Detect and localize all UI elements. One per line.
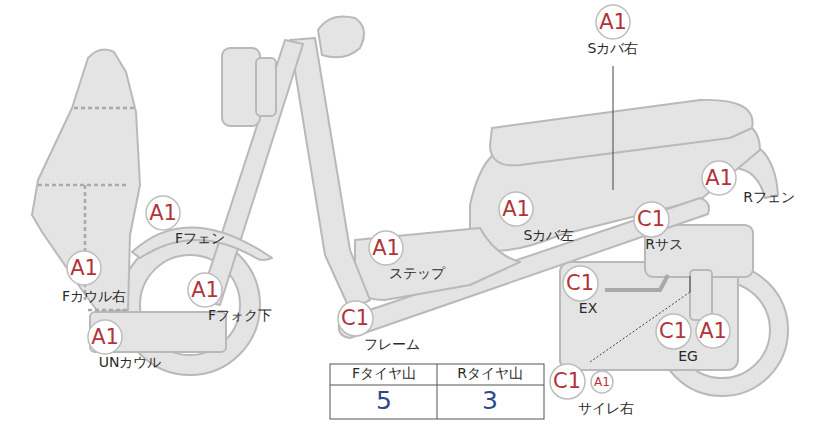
callout-circle: A1 bbox=[66, 250, 102, 286]
callout-circle: C1 bbox=[633, 201, 670, 238]
callout-code: C1 bbox=[566, 273, 594, 294]
callout-code: A1 bbox=[191, 280, 219, 301]
part-name: Fフェン bbox=[175, 231, 225, 245]
part-name: EG bbox=[678, 349, 698, 363]
callout-circle: A1 bbox=[595, 4, 631, 40]
callout-code: A1 bbox=[70, 258, 98, 279]
callout-code: C1 bbox=[659, 321, 687, 342]
callout-circle: C1 bbox=[562, 265, 599, 302]
part-name: Rフェン bbox=[743, 190, 795, 204]
callout-code: A1 bbox=[502, 199, 530, 220]
callout-circle: A1 bbox=[145, 195, 181, 231]
callout-code: A1 bbox=[149, 203, 177, 224]
table-header: Fタイヤ山 bbox=[352, 366, 416, 380]
part-name: サイレ右 bbox=[578, 401, 634, 415]
callout-circle: A1 bbox=[368, 230, 404, 266]
callout-circle: A1 bbox=[498, 191, 534, 227]
callout-circle: A1 bbox=[590, 370, 614, 394]
part-name: Sカバ右 bbox=[588, 41, 639, 55]
callout-circle: C1 bbox=[655, 313, 692, 350]
callout-code: A1 bbox=[699, 321, 727, 342]
part-name: Fフォク下 bbox=[208, 308, 272, 322]
callout-code: A1 bbox=[91, 327, 119, 348]
callout-code: A1 bbox=[599, 12, 627, 33]
part-name: UNカウル bbox=[99, 355, 162, 369]
part-name: Fカウル右 bbox=[62, 289, 126, 303]
part-name: Sカバ左 bbox=[524, 228, 575, 242]
part-name: フレーム bbox=[364, 337, 420, 351]
callout-circle: A1 bbox=[695, 313, 731, 349]
callout-circle: C1 bbox=[549, 363, 586, 400]
table-header: Rタイヤ山 bbox=[457, 366, 523, 380]
table-value: 3 bbox=[482, 388, 498, 413]
callout-code: C1 bbox=[553, 371, 581, 392]
callout-code: A1 bbox=[705, 168, 733, 189]
part-name: EX bbox=[579, 301, 597, 315]
callout-circle: C1 bbox=[337, 300, 374, 337]
callout-code: C1 bbox=[341, 308, 369, 329]
callout-code: A1 bbox=[372, 238, 400, 259]
callout-circle: A1 bbox=[87, 319, 123, 355]
part-name: ステップ bbox=[389, 266, 445, 280]
table-value: 5 bbox=[376, 388, 392, 413]
part-name: Rサス bbox=[645, 237, 683, 251]
callout-circle: A1 bbox=[701, 160, 737, 196]
callout-circle: A1 bbox=[187, 272, 223, 308]
callout-code: A1 bbox=[594, 376, 610, 388]
callout-code: C1 bbox=[637, 209, 665, 230]
